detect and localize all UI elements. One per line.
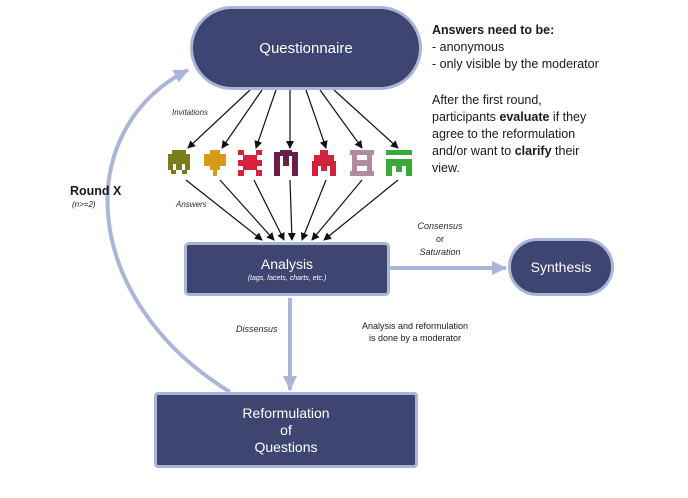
evaluation-text: and/or want to: [432, 144, 515, 158]
invitation-arrow: [221, 89, 263, 149]
evaluation-note-line: participants evaluate if they: [432, 109, 672, 126]
answers-requirement-item: - only visible by the moderator: [432, 57, 599, 71]
orange-invader-icon: [204, 150, 226, 176]
answer-arrows: [185, 179, 399, 241]
analysis-node: Analysis (tags, facets, charts, etc.): [184, 242, 390, 296]
flow-arrows: [105, 68, 507, 394]
round-n-label: (n>=2): [72, 200, 96, 209]
questionnaire-label: Questionnaire: [259, 39, 353, 57]
consensus-label: Consensus: [417, 221, 463, 231]
invitation-arrow: [187, 89, 251, 149]
reformulation-label-line3: Questions: [254, 438, 318, 455]
invitation-arrows: [187, 89, 399, 149]
invitations-label: Invitations: [172, 108, 209, 117]
participants-row: [168, 150, 412, 176]
answer-arrow: [287, 179, 296, 241]
moderator-note-line: Analysis and reformulation: [361, 321, 469, 331]
answer-arrow: [323, 179, 399, 241]
answers-label: Answers: [176, 200, 207, 209]
analysis-label: Analysis: [260, 256, 314, 272]
synthesis-label: Synthesis: [530, 259, 592, 275]
dissensus-label: Dissensus: [236, 324, 278, 334]
answer-arrow: [300, 179, 327, 241]
questionnaire-node: Questionnaire: [190, 6, 422, 90]
invitation-arrow: [333, 89, 399, 149]
answer-arrow: [253, 179, 285, 241]
reformulation-label-line1: Reformulation: [242, 404, 330, 421]
answer-arrow: [311, 179, 363, 241]
round-label: Round X: [70, 184, 122, 198]
crimson-invader-icon: [312, 150, 336, 176]
evaluation-note-line: agree to the reformulation: [432, 127, 576, 141]
answer-arrow: [185, 179, 263, 241]
consensus-saturation-label: Consensus or Saturation: [404, 220, 476, 259]
or-label: or: [435, 234, 444, 244]
moderator-note-line: is done by a moderator: [368, 333, 462, 343]
moderator-note: Analysis and reformulation is done by a …: [336, 320, 494, 344]
synthesis-node: Synthesis: [508, 238, 614, 296]
analysis-sublabel: (tags, facets, charts, etc.): [247, 275, 327, 282]
answer-arrow: [219, 179, 275, 241]
evaluation-text: participants: [432, 110, 500, 124]
evaluation-note: After the first round, participants eval…: [432, 92, 672, 177]
clarify-emphasis: clarify: [514, 144, 552, 158]
answers-requirement-item: - anonymous: [432, 40, 505, 54]
olive-invader-icon: [168, 150, 190, 174]
invitation-arrow: [305, 89, 328, 149]
reformulation-label-line2: of: [280, 421, 292, 438]
invitation-arrow: [319, 89, 363, 149]
evaluation-text: if they: [549, 110, 587, 124]
saturation-label: Saturation: [419, 247, 461, 257]
invitation-arrow: [254, 89, 277, 149]
green-invader-icon: [386, 150, 412, 176]
evaluate-emphasis: evaluate: [499, 110, 550, 124]
round-loop-arrow: [105, 68, 232, 394]
evaluation-note-line: After the first round,: [432, 93, 542, 107]
red-invader-icon: [238, 150, 262, 176]
evaluation-text: their: [551, 144, 580, 158]
evaluation-note-line: view.: [432, 161, 460, 175]
mauve-invader-icon: [350, 150, 374, 176]
answers-requirements-note: Answers need to be: - anonymous - only v…: [432, 22, 672, 73]
evaluation-note-line: and/or want to clarify their: [432, 143, 672, 160]
answers-requirements-heading: Answers need to be:: [432, 23, 555, 37]
purple-invader-icon: [274, 150, 298, 176]
reformulation-node: Reformulation of Questions: [154, 392, 418, 468]
